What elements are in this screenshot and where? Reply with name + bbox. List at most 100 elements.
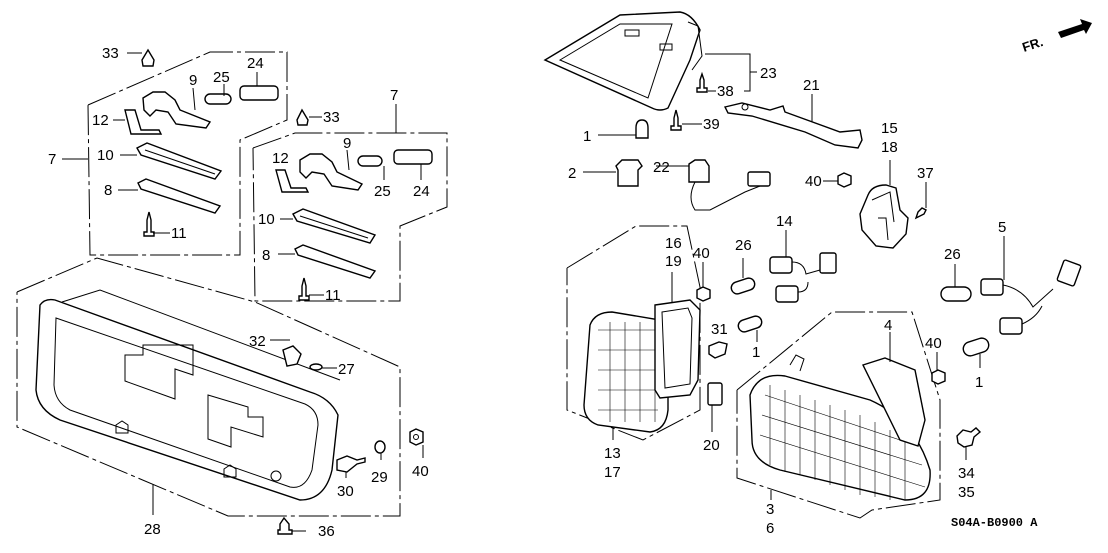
bulb-1b-icon [737,315,763,333]
callout-17[interactable]: 17 [604,464,621,481]
screw-11b-icon [298,277,310,301]
callout-26a[interactable]: 26 [735,237,752,254]
group-outline-7a [87,51,288,256]
shield-12b-icon [275,169,310,193]
callout-14[interactable]: 14 [776,213,793,230]
callout-24b[interactable]: 24 [413,183,430,200]
bolt-36-icon [277,516,293,535]
callout-5[interactable]: 5 [998,219,1006,236]
nut-40b-icon [837,172,852,188]
callout-25a[interactable]: 25 [213,69,230,86]
callout-20[interactable]: 20 [703,437,720,454]
gasket-16-icon [654,299,701,399]
screw-39-icon [670,109,682,131]
callout-19[interactable]: 19 [665,253,682,270]
callout-2[interactable]: 2 [568,165,576,182]
group-outline-13 [566,225,701,441]
socket-14a-icon [769,256,793,274]
callout-13[interactable]: 13 [604,445,621,462]
bulb-25-icon [204,93,232,105]
callout-33b[interactable]: 33 [323,109,340,126]
callout-33a[interactable]: 33 [102,45,119,62]
socket-5b-icon [999,317,1023,335]
license-recess-left [124,344,194,400]
callout-24a[interactable]: 24 [247,55,264,72]
callout-7a[interactable]: 7 [48,151,56,168]
shield-12-icon [124,109,163,135]
callout-25b[interactable]: 25 [374,183,391,200]
callout-9a[interactable]: 9 [189,72,197,89]
callout-7b[interactable]: 7 [390,87,398,104]
license-garnish-assembly: 32 27 40 29 30 28 36 [16,257,429,540]
garnish-28-icon [35,298,339,501]
callout-8a[interactable]: 8 [104,182,112,199]
callout-3[interactable]: 3 [766,501,774,518]
clip-33b-icon [296,108,309,126]
bulb-26a-icon [730,277,756,295]
bulb-1a-icon [635,119,649,139]
diagram-code: S04A-B0900 A [951,516,1038,530]
front-arrow-icon [1058,19,1092,38]
callout-16[interactable]: 16 [665,235,682,252]
callout-10b[interactable]: 10 [258,211,275,228]
inner-tail-light-assembly: 16 19 40 26 31 1 20 13 17 [566,225,763,481]
callout-12a[interactable]: 12 [92,112,109,129]
outer-tail-light-assembly: 4 40 26 5 1 34 35 3 6 [736,219,1082,537]
callout-36[interactable]: 36 [318,523,335,540]
nut-40c-icon [696,286,711,302]
socket-2-icon [615,159,643,187]
reflector-20-icon [707,382,723,406]
group-outline-3 [736,311,941,519]
callout-40d[interactable]: 40 [925,335,942,352]
callout-28[interactable]: 28 [144,521,161,538]
harness-14-assembly: 14 [769,213,837,303]
callout-8b[interactable]: 8 [262,247,270,264]
callout-6[interactable]: 6 [766,520,774,537]
callout-21[interactable]: 21 [803,77,820,94]
socket-15-icon [859,184,909,249]
callout-26b[interactable]: 26 [944,246,961,263]
nut-40d-icon [931,369,946,385]
socket-5a-icon [980,278,1004,296]
callout-39[interactable]: 39 [703,116,720,133]
group-outline-28 [16,257,401,517]
callout-32[interactable]: 32 [249,333,266,350]
callout-30[interactable]: 30 [337,483,354,500]
callout-35[interactable]: 35 [958,484,975,501]
bracket-21-icon [723,102,863,149]
callout-40c[interactable]: 40 [693,245,710,262]
gasket-4-icon [862,357,926,447]
callout-9b[interactable]: 9 [343,135,351,152]
front-direction-indicator: FR. [1020,19,1092,55]
callout-31[interactable]: 31 [711,321,728,338]
callout-23[interactable]: 23 [760,65,777,82]
callout-4[interactable]: 4 [884,317,892,334]
callout-1a[interactable]: 1 [583,128,591,145]
callout-15[interactable]: 15 [881,120,898,137]
callout-11b[interactable]: 11 [325,287,341,304]
screw-38-icon [696,71,708,93]
socket-24b-icon [393,149,433,165]
callout-11a[interactable]: 11 [171,225,187,242]
callout-34[interactable]: 34 [958,465,975,482]
callout-27[interactable]: 27 [338,361,355,378]
callout-40a[interactable]: 40 [412,463,429,480]
stop-light-23-icon [543,11,701,111]
outer-tail-light-3-icon [749,374,931,501]
callout-1c[interactable]: 1 [975,374,983,391]
callout-37[interactable]: 37 [917,165,934,182]
callout-40b[interactable]: 40 [805,173,822,190]
inner-tail-light-13-icon [583,311,669,433]
callout-10a[interactable]: 10 [97,147,114,164]
callout-22[interactable]: 22 [653,159,670,176]
license-light-assembly-right: 7 33 12 9 25 24 10 8 11 [252,87,448,304]
callout-38[interactable]: 38 [717,83,734,100]
callout-29[interactable]: 29 [371,469,388,486]
gasket-8-icon [137,178,222,214]
callout-1b[interactable]: 1 [752,344,760,361]
lens-10b-icon [292,208,377,244]
callout-12b[interactable]: 12 [272,150,289,167]
callout-18[interactable]: 18 [881,139,898,156]
bolt-34-icon [956,427,982,448]
